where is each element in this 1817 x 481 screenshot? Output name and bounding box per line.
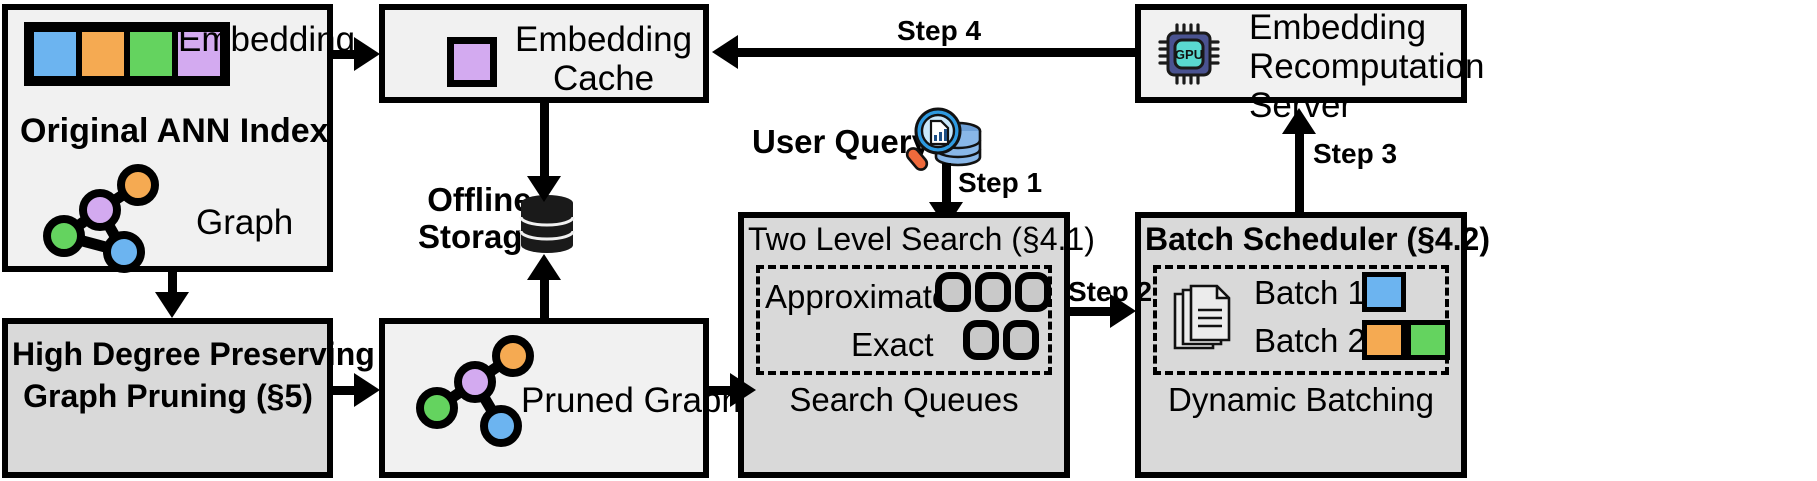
box-graph-pruning [2, 318, 333, 478]
pruned-node-blue [480, 405, 522, 447]
step3-label: Step 3 [1313, 138, 1398, 169]
batch-2-block-green [1406, 320, 1450, 360]
dynamic-batching-footer: Dynamic Batching [1168, 381, 1434, 418]
exact-queue-slot-1 [963, 320, 999, 360]
approximate-queue-slot-2 [975, 272, 1011, 312]
user-query-label: User Query [752, 123, 930, 160]
embedding-swatch-blue [31, 29, 79, 79]
arrow-ann-to-cache-line [333, 50, 357, 59]
batch-scheduler-title: Batch Scheduler (§4.2) [1145, 221, 1490, 257]
embedding-swatch-purple [175, 29, 223, 79]
original-ann-index-graph [43, 164, 159, 273]
arrow-pruned-to-storage-line [540, 274, 549, 321]
arrow-step3-line [1295, 130, 1304, 212]
documents-stack-icon [1173, 284, 1231, 350]
graph-node-orange [117, 164, 159, 206]
pruned-node-orange [492, 335, 534, 377]
step1-label: Step 1 [958, 167, 1043, 198]
graph-node-blue [103, 231, 145, 273]
embedding-recomputation-server-title: Embedding Recomputation Server [1249, 8, 1484, 126]
graph-pruning-title-line2: Graph Pruning (§5) [23, 377, 313, 414]
arrow-step4-head [712, 35, 738, 69]
box-embedding-cache [379, 4, 709, 103]
arrow-step2-line [1070, 307, 1114, 316]
ers-title-line2: Recomputation [1249, 47, 1485, 87]
embedding-cache-swatch [447, 37, 497, 87]
offline-storage-label: Offline Storage [418, 181, 541, 256]
two-level-search-title: Two Level Search (§4.1) [748, 221, 1095, 257]
approximate-queue-slot-3 [1015, 272, 1051, 312]
arrow-step1-line [942, 163, 951, 206]
arrow-pruning-to-pruned-head [354, 373, 380, 407]
arrow-pruning-to-pruned-line [333, 386, 357, 395]
graph-node-green [43, 215, 85, 257]
box-embedding-recomputation-server [1135, 4, 1467, 103]
offline-storage-line2: Storage [418, 217, 541, 255]
batch-2-label: Batch 2 [1254, 322, 1366, 359]
pruned-graph-label: Pruned Graph [521, 381, 741, 420]
exact-queue-slot-2 [1003, 320, 1039, 360]
exact-row-label: Exact [851, 326, 934, 363]
gpu-icon-label: GPU [1175, 47, 1203, 62]
embedding-swatch-orange [79, 29, 127, 79]
pruned-node-green [416, 387, 458, 429]
graph-pruning-title: High Degree Preserving Graph Pruning (§5… [12, 334, 375, 417]
query-search-database-icon [905, 107, 982, 171]
arrow-step3-head [1282, 108, 1316, 134]
arrow-cache-to-storage-head [527, 176, 561, 202]
arrow-ann-to-pruning-line [168, 272, 177, 296]
database-cylinder-icon [519, 195, 575, 253]
pruned-graph [416, 335, 534, 447]
embedding-cache-title: Embedding Cache [515, 20, 692, 98]
batch-1-block-blue [1362, 272, 1406, 312]
offline-storage-line1: Offline [427, 181, 532, 218]
arrow-ann-to-pruning-head [155, 292, 189, 318]
batch-1-label: Batch 1 [1254, 274, 1366, 311]
step2-label: Step 2 [1068, 276, 1153, 307]
arrow-pruned-to-storage-head [527, 254, 561, 280]
search-queues-footer: Search Queues [789, 381, 1019, 418]
embedding-swatch-row [24, 22, 230, 86]
embedding-swatch-green [127, 29, 175, 79]
embedding-cache-title-line2: Cache [552, 59, 655, 99]
pruned-node-purple [454, 361, 496, 403]
arrow-pruned-to-search-line [709, 386, 733, 395]
arrow-cache-to-storage-line [540, 103, 549, 179]
approximate-queue-slot-1 [935, 272, 971, 312]
embedding-cache-title-line1: Embedding [515, 20, 693, 59]
gpu-chip-icon: GPU [1158, 23, 1220, 85]
approximate-row-label: Approximate [765, 278, 951, 315]
embedding-label: Embedding [178, 20, 356, 59]
arrow-pruned-to-search-head [730, 373, 756, 407]
step4-label: Step 4 [897, 15, 982, 46]
arrow-step4-line [737, 48, 1135, 57]
arrow-step2-head [1110, 294, 1136, 328]
graph-pruning-title-line1: High Degree Preserving [12, 336, 375, 372]
batch-2-block-orange [1362, 320, 1406, 360]
original-ann-index-title: Original ANN Index [20, 112, 329, 150]
ers-title-line1: Embedding [1249, 8, 1427, 47]
graph-node-purple [79, 189, 121, 231]
graph-label: Graph [196, 203, 294, 242]
search-queues-dashed-region [756, 265, 1052, 375]
arrow-ann-to-cache-head [354, 37, 380, 71]
